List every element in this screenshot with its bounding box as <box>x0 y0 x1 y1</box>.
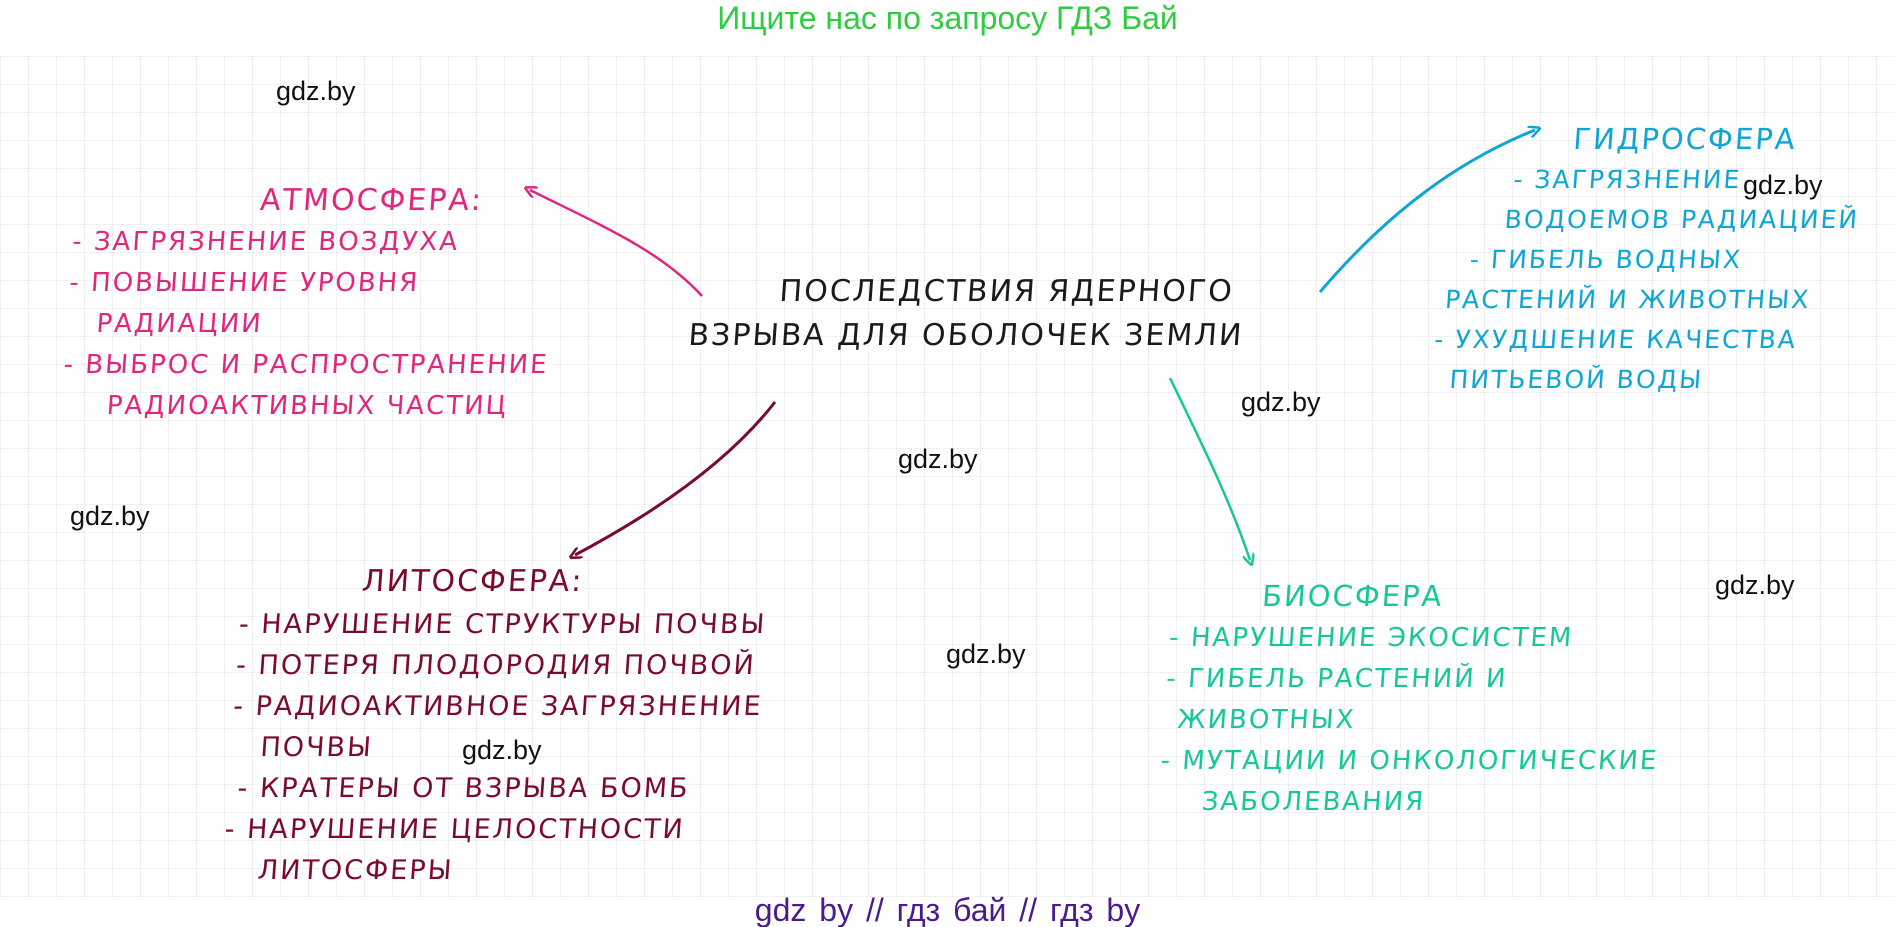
hydrosphere-item: растений и животных <box>1444 285 1812 314</box>
grid-paper-background <box>0 55 1895 897</box>
atmosphere-block: Атмосфера: - загрязнение воздуха - повыш… <box>59 180 561 427</box>
hydrosphere-block: Гидросфера - загрязнение водоемов радиац… <box>1430 118 1866 400</box>
biosphere-item: - мутации и онкологические <box>1159 746 1660 776</box>
atmosphere-item: - загрязнение воздуха <box>71 227 461 257</box>
arrow-to-hydrosphere <box>1318 130 1535 293</box>
lithosphere-item: - кратеры от взрыва бомб <box>236 773 691 804</box>
hydrosphere-item: - гибель водных <box>1468 245 1744 274</box>
lithosphere-item: литосферы <box>256 855 455 886</box>
arrow-to-lithosphere <box>575 401 777 555</box>
lithosphere-item: - потеря плодородия почвой <box>235 650 757 681</box>
biosphere-item: - гибель растений и <box>1165 664 1509 694</box>
arrow-to-atmosphere <box>530 190 703 297</box>
hydrosphere-item: - ухудшение качества <box>1433 325 1799 354</box>
atmosphere-item: - повышение уровня <box>68 268 421 298</box>
site-banner[interactable]: Ищите нас по запросу ГДЗ Бай <box>717 0 1178 36</box>
atmosphere-item: - выброс и распространение <box>62 350 550 380</box>
biosphere-item: заболевания <box>1200 787 1427 817</box>
biosphere-item: - нарушение экосистем <box>1168 623 1575 653</box>
atmosphere-heading: Атмосфера: <box>258 183 485 218</box>
lithosphere-item: - нарушение структуры почвы <box>237 609 768 640</box>
lithosphere-item: - радиоактивное загрязнение <box>232 691 764 722</box>
biosphere-item: животных <box>1176 705 1357 735</box>
biosphere-block: Биосфера - нарушение экосистем - гибель … <box>1156 574 1671 823</box>
watermark-text: gdz.by <box>898 444 978 474</box>
central-topic: Последствия ядерного взрыва для оболочек… <box>687 270 1248 358</box>
lithosphere-item: - нарушение целостности <box>223 814 686 845</box>
hydrosphere-item: водоемов радиацией <box>1503 205 1861 234</box>
lithosphere-heading: Литосфера: <box>360 564 585 599</box>
hydrosphere-item: питьевой воды <box>1448 365 1705 394</box>
footer-links[interactable]: gdz by // гдз бай // гдз by <box>754 892 1141 927</box>
central-topic-line: взрыва для оболочек земли <box>687 318 1245 353</box>
hydrosphere-heading: Гидросфера <box>1572 122 1798 156</box>
watermark-text: gdz.by <box>946 639 1026 669</box>
arrow-to-biosphere <box>1168 377 1250 560</box>
biosphere-heading: Биосфера <box>1260 579 1445 613</box>
central-topic-line: Последствия ядерного <box>778 274 1235 309</box>
atmosphere-item: радиации <box>95 309 264 339</box>
watermark-text: gdz.by <box>1241 387 1321 417</box>
watermark-text: gdz.by <box>1743 170 1823 200</box>
atmosphere-item: радиоактивных частиц <box>105 391 509 421</box>
watermark-text: gdz.by <box>70 501 150 531</box>
watermark-text: gdz.by <box>276 76 356 106</box>
watermark-text: gdz.by <box>1715 570 1795 600</box>
lithosphere-block: Литосфера: - нарушение структуры почвы -… <box>220 560 772 891</box>
watermark-text: gdz.by <box>462 735 542 765</box>
